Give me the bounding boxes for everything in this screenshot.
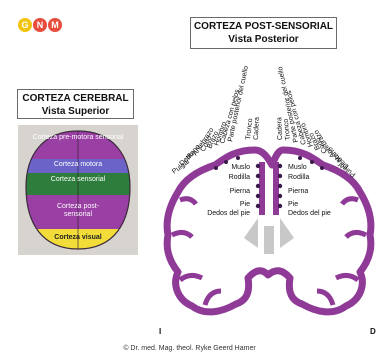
label-inner-right-knee: Rodilla bbox=[288, 174, 310, 181]
label-inner-right-leg: Pierna bbox=[288, 188, 308, 195]
gyrus-right-4 bbox=[317, 291, 333, 305]
label-left-hip: Cadera bbox=[253, 117, 261, 140]
label-inner-right-thigh: Muslo bbox=[288, 164, 307, 171]
right-side-mark: D bbox=[370, 327, 376, 336]
label-inner-right-foot: Pie bbox=[288, 201, 298, 208]
gyrus-right-3 bbox=[336, 275, 358, 280]
label-inner-left-toes: Dedos del pie bbox=[207, 210, 250, 217]
label-inner-left-leg: Pierna bbox=[230, 188, 250, 195]
gyrus-left-4 bbox=[205, 291, 221, 305]
gyrus-left-2 bbox=[172, 232, 192, 237]
third-ventricle bbox=[264, 226, 274, 254]
label-inner-left-foot: Pie bbox=[240, 201, 250, 208]
ventricle-left bbox=[244, 218, 258, 248]
ventricle-right bbox=[280, 218, 294, 248]
label-inner-right-toes: Dedos del pie bbox=[288, 210, 331, 217]
copyright-notice: © Dr. med. Mag. theol. Ryke Geerd Hamer bbox=[0, 345, 379, 352]
label-inner-left-knee: Rodilla bbox=[229, 174, 251, 181]
gyrus-left-3 bbox=[180, 275, 202, 280]
left-side-mark: I bbox=[159, 327, 161, 336]
gyrus-right-1 bbox=[342, 199, 358, 204]
gyrus-left-1 bbox=[180, 199, 196, 204]
label-inner-left-thigh: Muslo bbox=[231, 164, 250, 171]
gyrus-right-2 bbox=[346, 232, 366, 237]
